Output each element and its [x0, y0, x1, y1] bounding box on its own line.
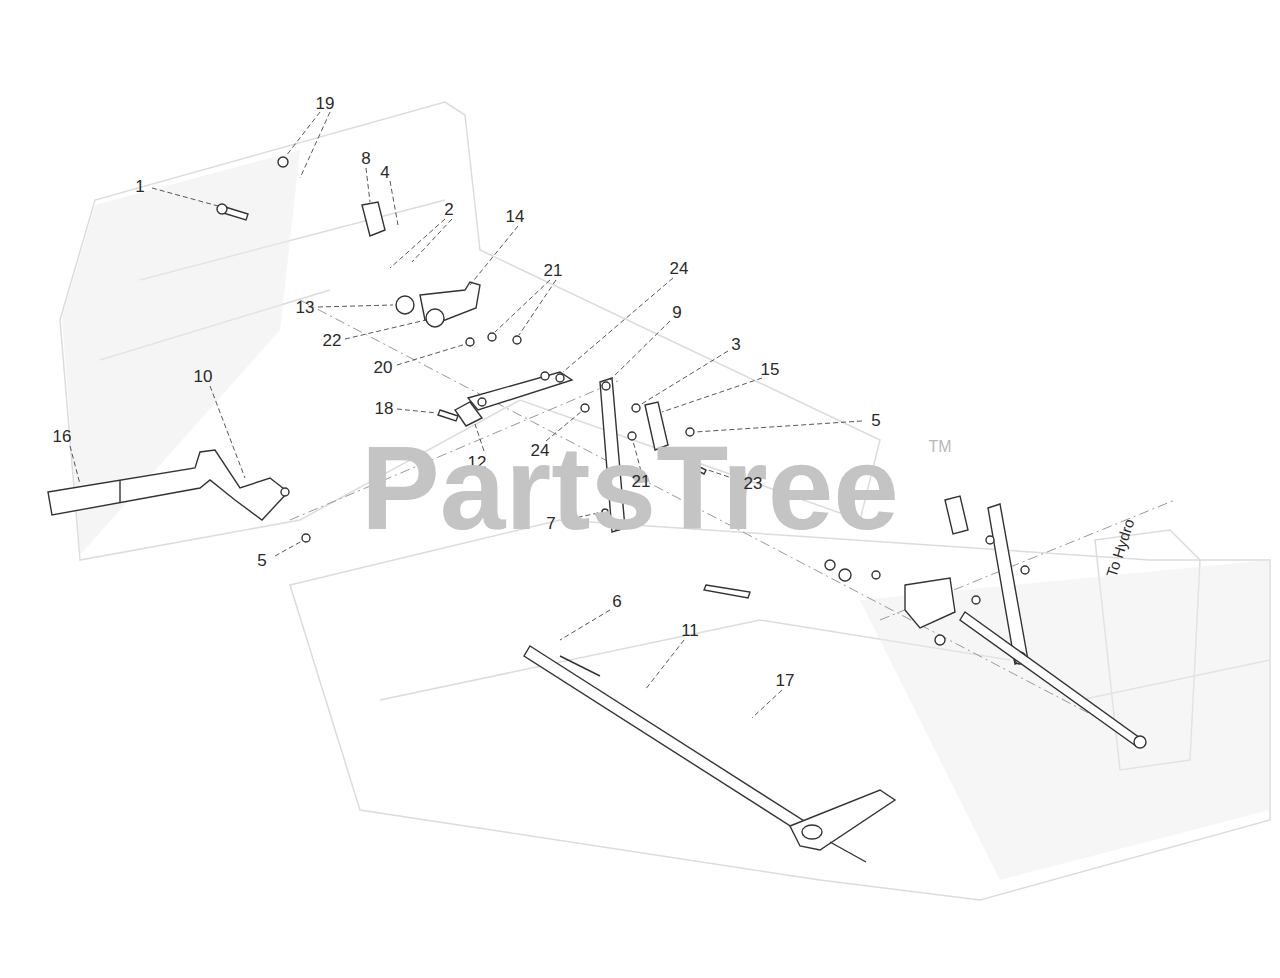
callout-number: 21	[544, 262, 563, 279]
callout-number: 1	[135, 178, 144, 195]
callout-number: 9	[672, 304, 681, 321]
leader-line	[70, 112, 862, 718]
callout-number: 22	[323, 332, 342, 349]
callout-number: 13	[296, 299, 315, 316]
callout-number: 19	[316, 95, 335, 112]
frame-shading	[62, 150, 1270, 880]
callout-number: 17	[776, 672, 795, 689]
parts	[48, 157, 1146, 862]
callout-number: 8	[361, 150, 370, 167]
callout-number: 3	[731, 336, 740, 353]
callout-number: 5	[871, 412, 880, 429]
callout-number: 7	[546, 515, 555, 532]
callout-number: 23	[744, 475, 763, 492]
watermark: PartsTree	[361, 429, 899, 547]
callout-number: 21	[632, 473, 651, 490]
callout-number: 10	[194, 368, 213, 385]
callout-number: 2	[444, 201, 453, 218]
direction-note: To Hydro	[1104, 517, 1137, 579]
trademark-mark: TM	[928, 439, 951, 455]
callout-number: 20	[374, 359, 393, 376]
callout-number: 11	[681, 622, 699, 639]
callout-number: 15	[761, 361, 780, 378]
callout-number: 6	[612, 593, 621, 610]
callout-number: 24	[670, 260, 689, 277]
callout-number: 4	[380, 164, 389, 181]
callout-number: 16	[53, 428, 72, 445]
callout-number: 5	[257, 552, 266, 569]
callout-number: 14	[506, 208, 525, 225]
callout-number: 18	[375, 400, 394, 417]
